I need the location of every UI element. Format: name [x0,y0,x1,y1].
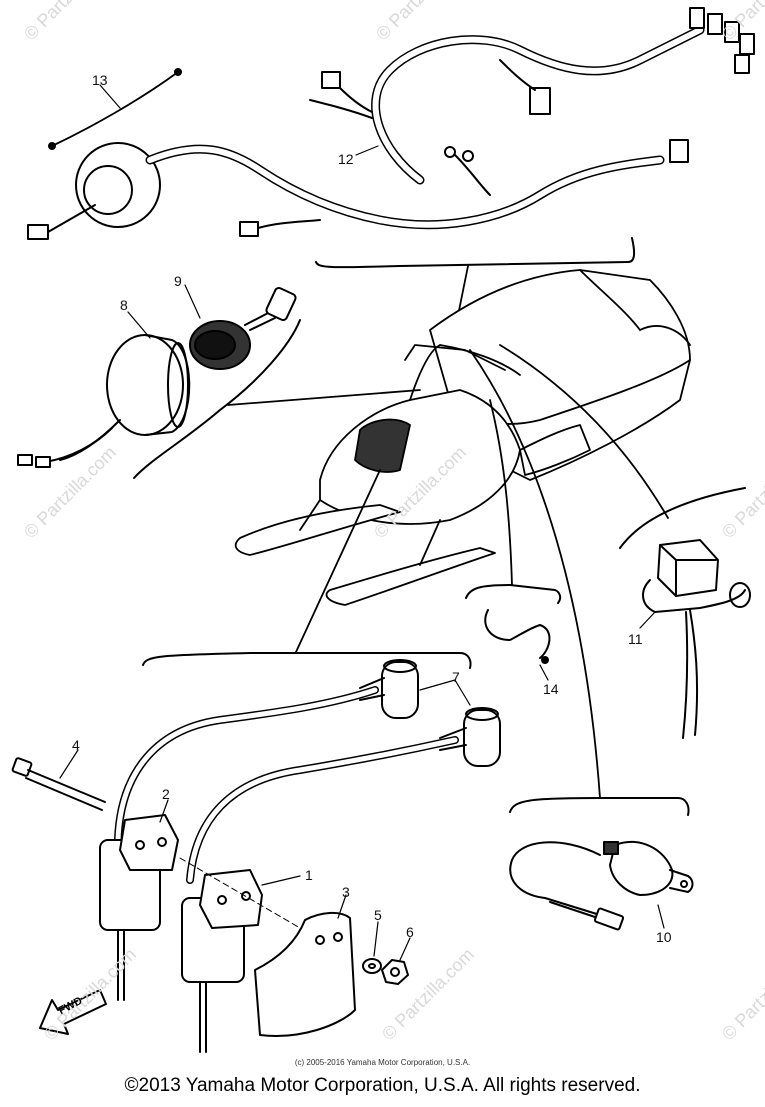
callout-9: 9 [174,273,182,289]
part-5-washer [362,921,382,974]
callout-7: 7 [452,669,460,685]
part-11-relay [639,539,751,739]
part-3-bracket [254,894,356,1037]
part-2-ignition-coil [99,799,179,1001]
fwd-arrow [39,989,107,1035]
part-6-nut [381,937,411,985]
part-14-wire [484,609,551,681]
copyright-small: (c) 2005-2016 Yamaha Motor Corporation, … [294,1058,471,1067]
part-7-spark-plug-caps [114,659,501,884]
switch-leader [227,389,421,406]
callout-12: 12 [338,151,354,167]
callout-1: 1 [305,867,313,883]
part-9-key-nut [184,284,297,370]
callout-6: 6 [406,924,414,940]
ignition-leader [295,469,381,653]
wire14-bracket [465,584,562,604]
part-8-main-switch [17,311,191,468]
part-12-wire-harness [27,7,755,240]
relay-leader [499,344,669,519]
part-13-wire [48,68,182,150]
switch-bracket [133,319,301,479]
snowmobile-body [234,269,691,606]
callout-5: 5 [374,907,382,923]
callout-11: 11 [628,631,643,647]
ignition-bracket [142,652,472,669]
callout-2: 2 [162,786,170,802]
harness-bracket [315,237,636,269]
callout-3: 3 [342,884,350,900]
part-10-sensor [509,840,694,931]
copyright-main: ©2013 Yamaha Motor Corporation, U.S.A. A… [124,1075,641,1096]
callout-14: 14 [543,681,559,697]
relay-bracket [619,487,746,549]
sensor-leader [469,349,601,799]
part-1-ignition-coil [179,857,301,1053]
callout-4: 4 [72,737,80,753]
sensor-bracket [509,797,690,816]
callout-13: 13 [92,72,108,88]
wire14-leader [489,399,513,586]
callout-10: 10 [656,929,672,945]
part-4-bolt [11,749,106,811]
callout-8: 8 [120,297,128,313]
